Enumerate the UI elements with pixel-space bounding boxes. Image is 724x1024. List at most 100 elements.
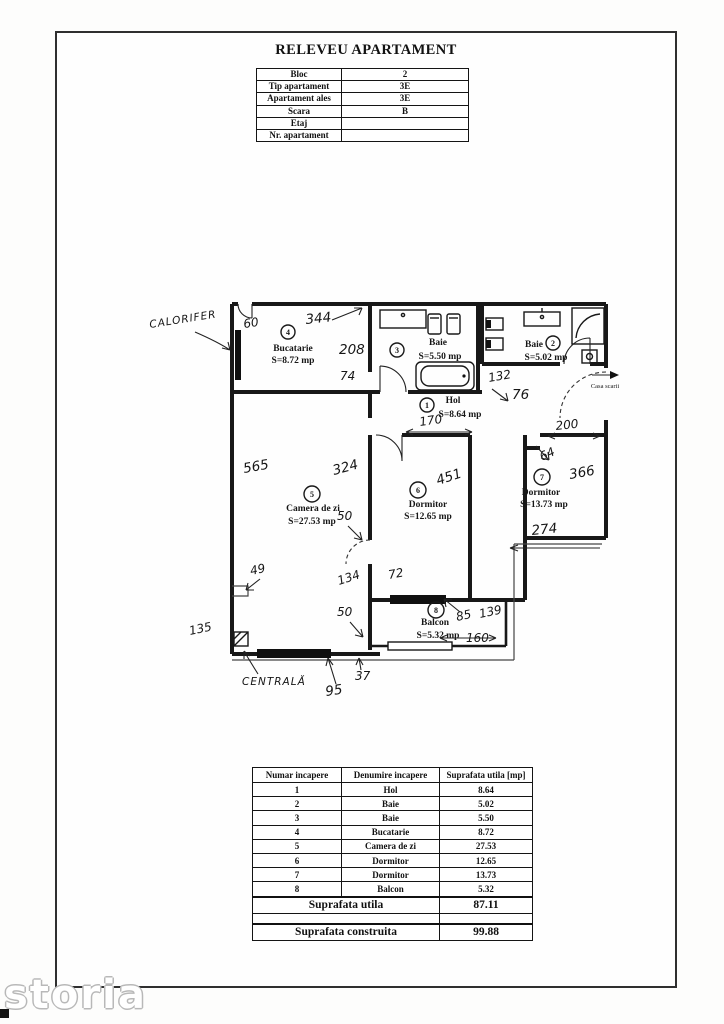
- interior-walls: [232, 304, 606, 650]
- info-value: 3E: [341, 80, 469, 94]
- floor-plan: 1 Hol S=8.64 mp 2 Baie S=5.02 mp 3 Baie …: [149, 302, 620, 700]
- dim-366: 366: [568, 463, 596, 483]
- dim-95: 95: [324, 682, 343, 700]
- svg-text:4: 4: [286, 328, 290, 337]
- dim-344: 344: [305, 309, 332, 328]
- centrala-label: CENTRALĂ: [242, 675, 306, 688]
- room-label-dormitor6: 6 Dormitor S=12.65 mp: [404, 481, 452, 522]
- casa-scarii-label: Casa scarii: [591, 383, 620, 390]
- dim-274: 274: [531, 520, 558, 539]
- dim-49: 49: [249, 561, 267, 578]
- svg-text:5: 5: [310, 490, 314, 499]
- room-label-bucatarie: 4 Bucatarie S=8.72 mp: [272, 324, 315, 366]
- svg-text:1: 1: [425, 401, 429, 410]
- total-row-construita: Suprafata construita 99.88: [252, 922, 533, 941]
- room-label-baie2: 2 Baie S=5.02 mp: [525, 335, 567, 363]
- total-construita-value: 99.88: [439, 922, 533, 941]
- dim-37: 37: [355, 669, 371, 683]
- room-label-camera: 5 Camera de zi S=27.53 mp: [286, 485, 340, 527]
- dim-324: 324: [331, 457, 360, 479]
- room-label-baie3: 3 Baie S=5.50 mp: [389, 338, 462, 362]
- info-value: [341, 128, 469, 143]
- window-livingroom: [257, 649, 331, 658]
- total-construita-label: Suprafata construita: [252, 922, 440, 941]
- dim-64: 64: [537, 445, 557, 464]
- casa-scarii-exit: Casa scarii: [591, 371, 620, 390]
- dim-200: 200: [555, 417, 580, 433]
- bathroom3-fixtures: [379, 309, 475, 391]
- svg-text:S=8.72 mp: S=8.72 mp: [272, 356, 315, 366]
- info-label: Scara: [256, 104, 342, 118]
- svg-text:8: 8: [434, 606, 438, 615]
- svg-text:Baie: Baie: [429, 338, 447, 348]
- svg-text:6: 6: [416, 486, 420, 495]
- svg-text:Dormitor: Dormitor: [409, 500, 448, 510]
- svg-text:2: 2: [551, 339, 555, 348]
- window-bedroom: [390, 595, 446, 604]
- room-label-dormitor7: 7 Dormitor S=13.73 mp: [520, 468, 568, 510]
- svg-text:Dormitor: Dormitor: [522, 488, 561, 498]
- radiator: [235, 330, 241, 380]
- dim-565: 565: [242, 457, 270, 477]
- col-header-numar: Numar incapere: [252, 767, 342, 783]
- svg-text:Camera de zi: Camera de zi: [286, 504, 340, 514]
- info-row: Etaj: [256, 116, 469, 130]
- table-header-row: Numar incapere Denumire incapere Suprafa…: [252, 767, 533, 783]
- info-label: Nr. apartament: [256, 128, 342, 143]
- empty-row: [252, 912, 533, 924]
- watermark-square: [0, 1009, 9, 1018]
- svg-text:S=12.65 mp: S=12.65 mp: [404, 512, 452, 522]
- col-header-suprafata: Suprafata utila [mp]: [439, 767, 533, 783]
- info-label: Tip apartament: [256, 80, 342, 94]
- dim-134: 134: [336, 567, 362, 587]
- total-row-utila: Suprafata utila 87.11: [252, 895, 533, 914]
- svg-text:Baie: Baie: [525, 340, 543, 350]
- svg-text:S=13.73 mp: S=13.73 mp: [520, 500, 568, 510]
- info-row: Nr. apartament: [256, 128, 469, 143]
- svg-text:3: 3: [395, 346, 399, 355]
- dimension-arrows: [194, 307, 601, 685]
- svg-text:S=8.64 mp: S=8.64 mp: [439, 410, 482, 420]
- svg-text:Hol: Hol: [446, 396, 461, 406]
- dim-170: 170: [418, 412, 443, 429]
- dim-139: 139: [478, 602, 503, 620]
- total-utila-label: Suprafata utila: [252, 895, 440, 914]
- calorifer-label: CALORIFER: [149, 309, 218, 331]
- col-header-denumire: Denumire incapere: [341, 767, 440, 783]
- room-label-balcon: 8 Balcon S=5.32 mp: [417, 601, 460, 641]
- svg-text:S=5.50 mp: S=5.50 mp: [419, 352, 462, 362]
- dim-50a: 50: [337, 509, 353, 523]
- dim-74: 74: [340, 369, 355, 383]
- svg-text:Bucatarie: Bucatarie: [273, 344, 313, 354]
- dim-208: 208: [339, 342, 365, 358]
- slab-outline: [232, 543, 602, 661]
- storia-watermark: storia: [4, 972, 147, 1018]
- info-value: 2: [341, 67, 469, 82]
- dim-135: 135: [188, 619, 213, 637]
- svg-text:S=5.32 mp: S=5.32 mp: [417, 631, 460, 641]
- info-value: 3E: [341, 92, 469, 106]
- boiler-centrala: [233, 631, 249, 647]
- svg-text:7: 7: [540, 473, 544, 482]
- info-value: B: [341, 104, 469, 118]
- door-arcs: [237, 303, 607, 565]
- dim-72: 72: [387, 566, 404, 582]
- dim-76: 76: [512, 387, 529, 403]
- document-title: RELEVEU APARTAMENT: [275, 42, 457, 58]
- info-label: Bloc: [256, 67, 342, 82]
- dim-60: 60: [242, 315, 259, 331]
- svg-text:Balcon: Balcon: [421, 618, 450, 628]
- svg-text:S=27.53 mp: S=27.53 mp: [288, 517, 336, 527]
- dim-132: 132: [487, 367, 512, 385]
